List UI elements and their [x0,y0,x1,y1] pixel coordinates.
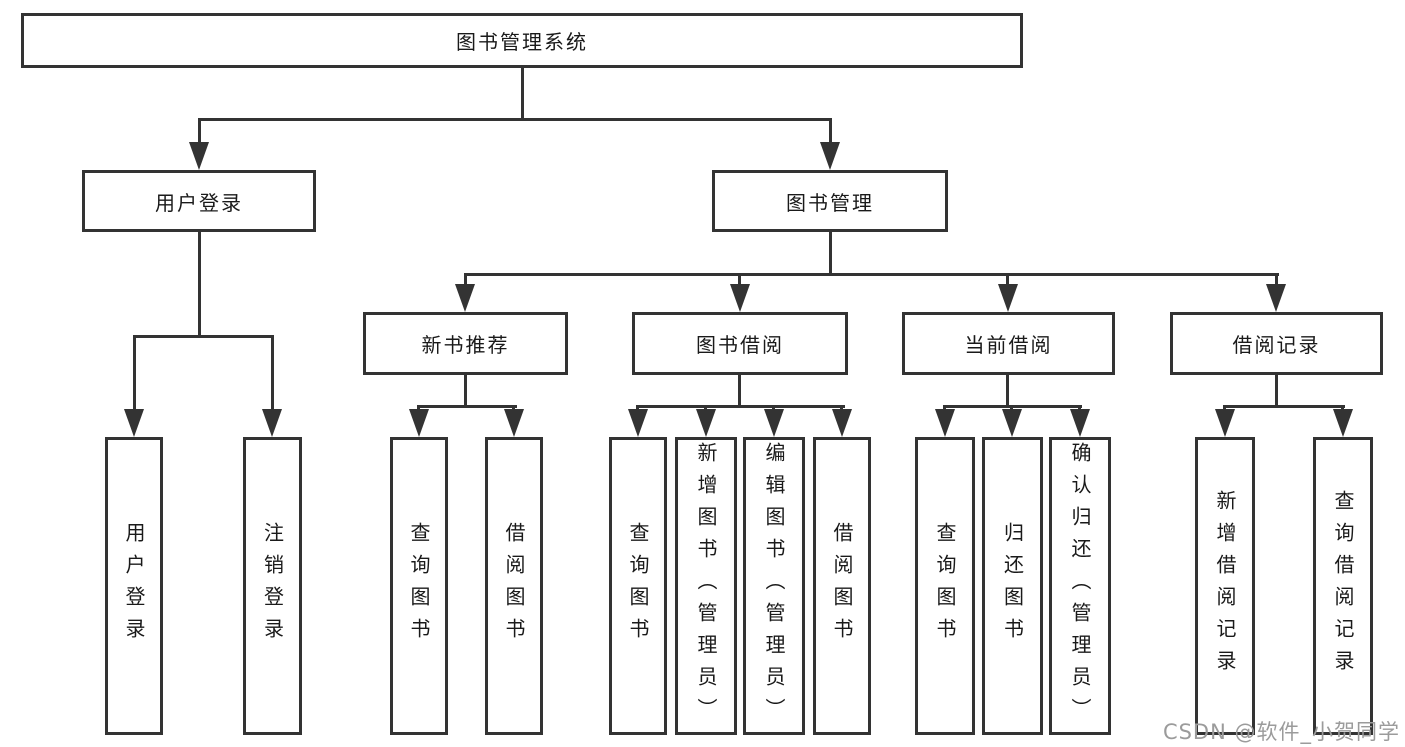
arrowhead-leaf [628,409,648,437]
leaf-label: 借阅图书 [502,522,526,650]
node-label: 当前借阅 [964,333,1053,357]
arrowhead-leaf-logout [262,409,282,437]
leaf-query-borrow-record: 查询借阅记录 [1313,437,1373,735]
connector-newrec-hline [418,405,517,408]
connector-userlogin-stem [198,232,201,335]
connector-current-hline [944,405,1082,408]
leaf-label: 查询图书 [626,522,650,650]
connector-drop [829,118,832,144]
arrowhead-leaf [1070,409,1090,437]
arrowhead-leaf [832,409,852,437]
arrowhead-leaf [1215,409,1235,437]
connector-drop [943,405,946,411]
node-label: 新书推荐 [421,333,510,357]
node-borrow-records: 借阅记录 [1170,312,1383,375]
leaf-label: 新增图书（管理员） [694,442,718,730]
connector-drop [1341,405,1344,411]
node-root-system: 图书管理系统 [21,13,1023,68]
leaf-label: 新增借阅记录 [1213,490,1237,682]
connector-drop [271,335,274,411]
csdn-watermark: CSDN @软件_小贺同学 [1162,720,1400,744]
connector-drop [1275,273,1278,286]
connector-drop [704,405,707,411]
leaf-label: 确认归还（管理员） [1068,442,1092,730]
arrowhead-user-login [189,142,209,170]
node-user-login: 用户登录 [82,170,316,232]
connector-drop [1223,405,1226,411]
arrowhead-book-mgmt [820,142,840,170]
connector-drop [1078,405,1081,411]
leaf-label: 归还图书 [1000,522,1025,650]
connector-root-hline [198,118,832,121]
leaf-user-login: 用户登录 [105,437,163,735]
connector-drop [1010,405,1013,411]
arrowhead-leaf [409,409,429,437]
leaf-return-books: 归还图书 [982,437,1043,735]
connector-borrow-stem [738,375,741,405]
arrowhead-leaf [935,409,955,437]
arrowhead-leaf [764,409,784,437]
connector-records-hline [1224,405,1345,408]
node-new-book-recommend: 新书推荐 [363,312,568,375]
leaf-query-books-newrec: 查询图书 [390,437,448,735]
arrowhead-records [1266,284,1286,312]
connector-drop [512,405,515,411]
leaf-label: 查询借阅记录 [1331,490,1355,682]
leaf-label: 查询图书 [933,522,957,650]
arrowhead-leaf-user-login [124,409,144,437]
connector-bookmgmt-stem [829,232,832,273]
leaf-label: 用户登录 [122,522,146,650]
node-label: 借阅记录 [1232,333,1321,357]
node-label: 用户登录 [155,190,243,215]
node-book-management: 图书管理 [712,170,948,232]
arrowhead-leaf [504,409,524,437]
leaf-label: 编辑图书（管理员） [762,442,786,730]
connector-drop [772,405,775,411]
leaf-edit-book-admin: 编辑图书（管理员） [743,437,805,735]
arrowhead-borrow [730,284,750,312]
leaf-query-books-borrow: 查询图书 [609,437,667,735]
node-label: 图书管理 [786,190,874,215]
arrowhead-new-rec [455,284,475,312]
connector-drop [464,273,467,286]
node-book-borrow: 图书借阅 [632,312,848,375]
connector-drop [198,118,201,144]
node-current-borrow: 当前借阅 [902,312,1115,375]
arrowhead-leaf [696,409,716,437]
arrowhead-current [998,284,1018,312]
connector-drop [133,335,136,411]
leaf-logout: 注销登录 [243,437,302,735]
connector-drop [636,405,639,411]
leaf-query-books-current: 查询图书 [915,437,975,735]
connector-current-stem [1006,375,1009,405]
leaf-label: 查询图书 [407,522,431,650]
connector-drop [1006,273,1009,286]
node-label: 图书管理系统 [456,30,588,54]
node-label: 图书借阅 [696,333,784,357]
leaf-confirm-return-admin: 确认归还（管理员） [1049,437,1111,735]
leaf-borrow-books-newrec: 借阅图书 [485,437,543,735]
arrowhead-leaf [1333,409,1353,437]
leaf-label: 借阅图书 [830,522,854,650]
connector-userlogin-hline [133,335,274,338]
connector-drop [840,405,843,411]
leaf-add-borrow-record: 新增借阅记录 [1195,437,1255,735]
connector-newrec-stem [464,375,467,405]
connector-drop [738,273,741,286]
connector-drop [417,405,420,411]
leaf-add-book-admin: 新增图书（管理员） [675,437,737,735]
leaf-label: 注销登录 [260,522,285,650]
leaf-borrow-books: 借阅图书 [813,437,871,735]
connector-borrow-hline [637,405,845,408]
arrowhead-leaf [1002,409,1022,437]
connector-bookmgmt-hline [464,273,1279,276]
connector-root-stem [521,65,524,118]
connector-records-stem [1275,375,1278,405]
